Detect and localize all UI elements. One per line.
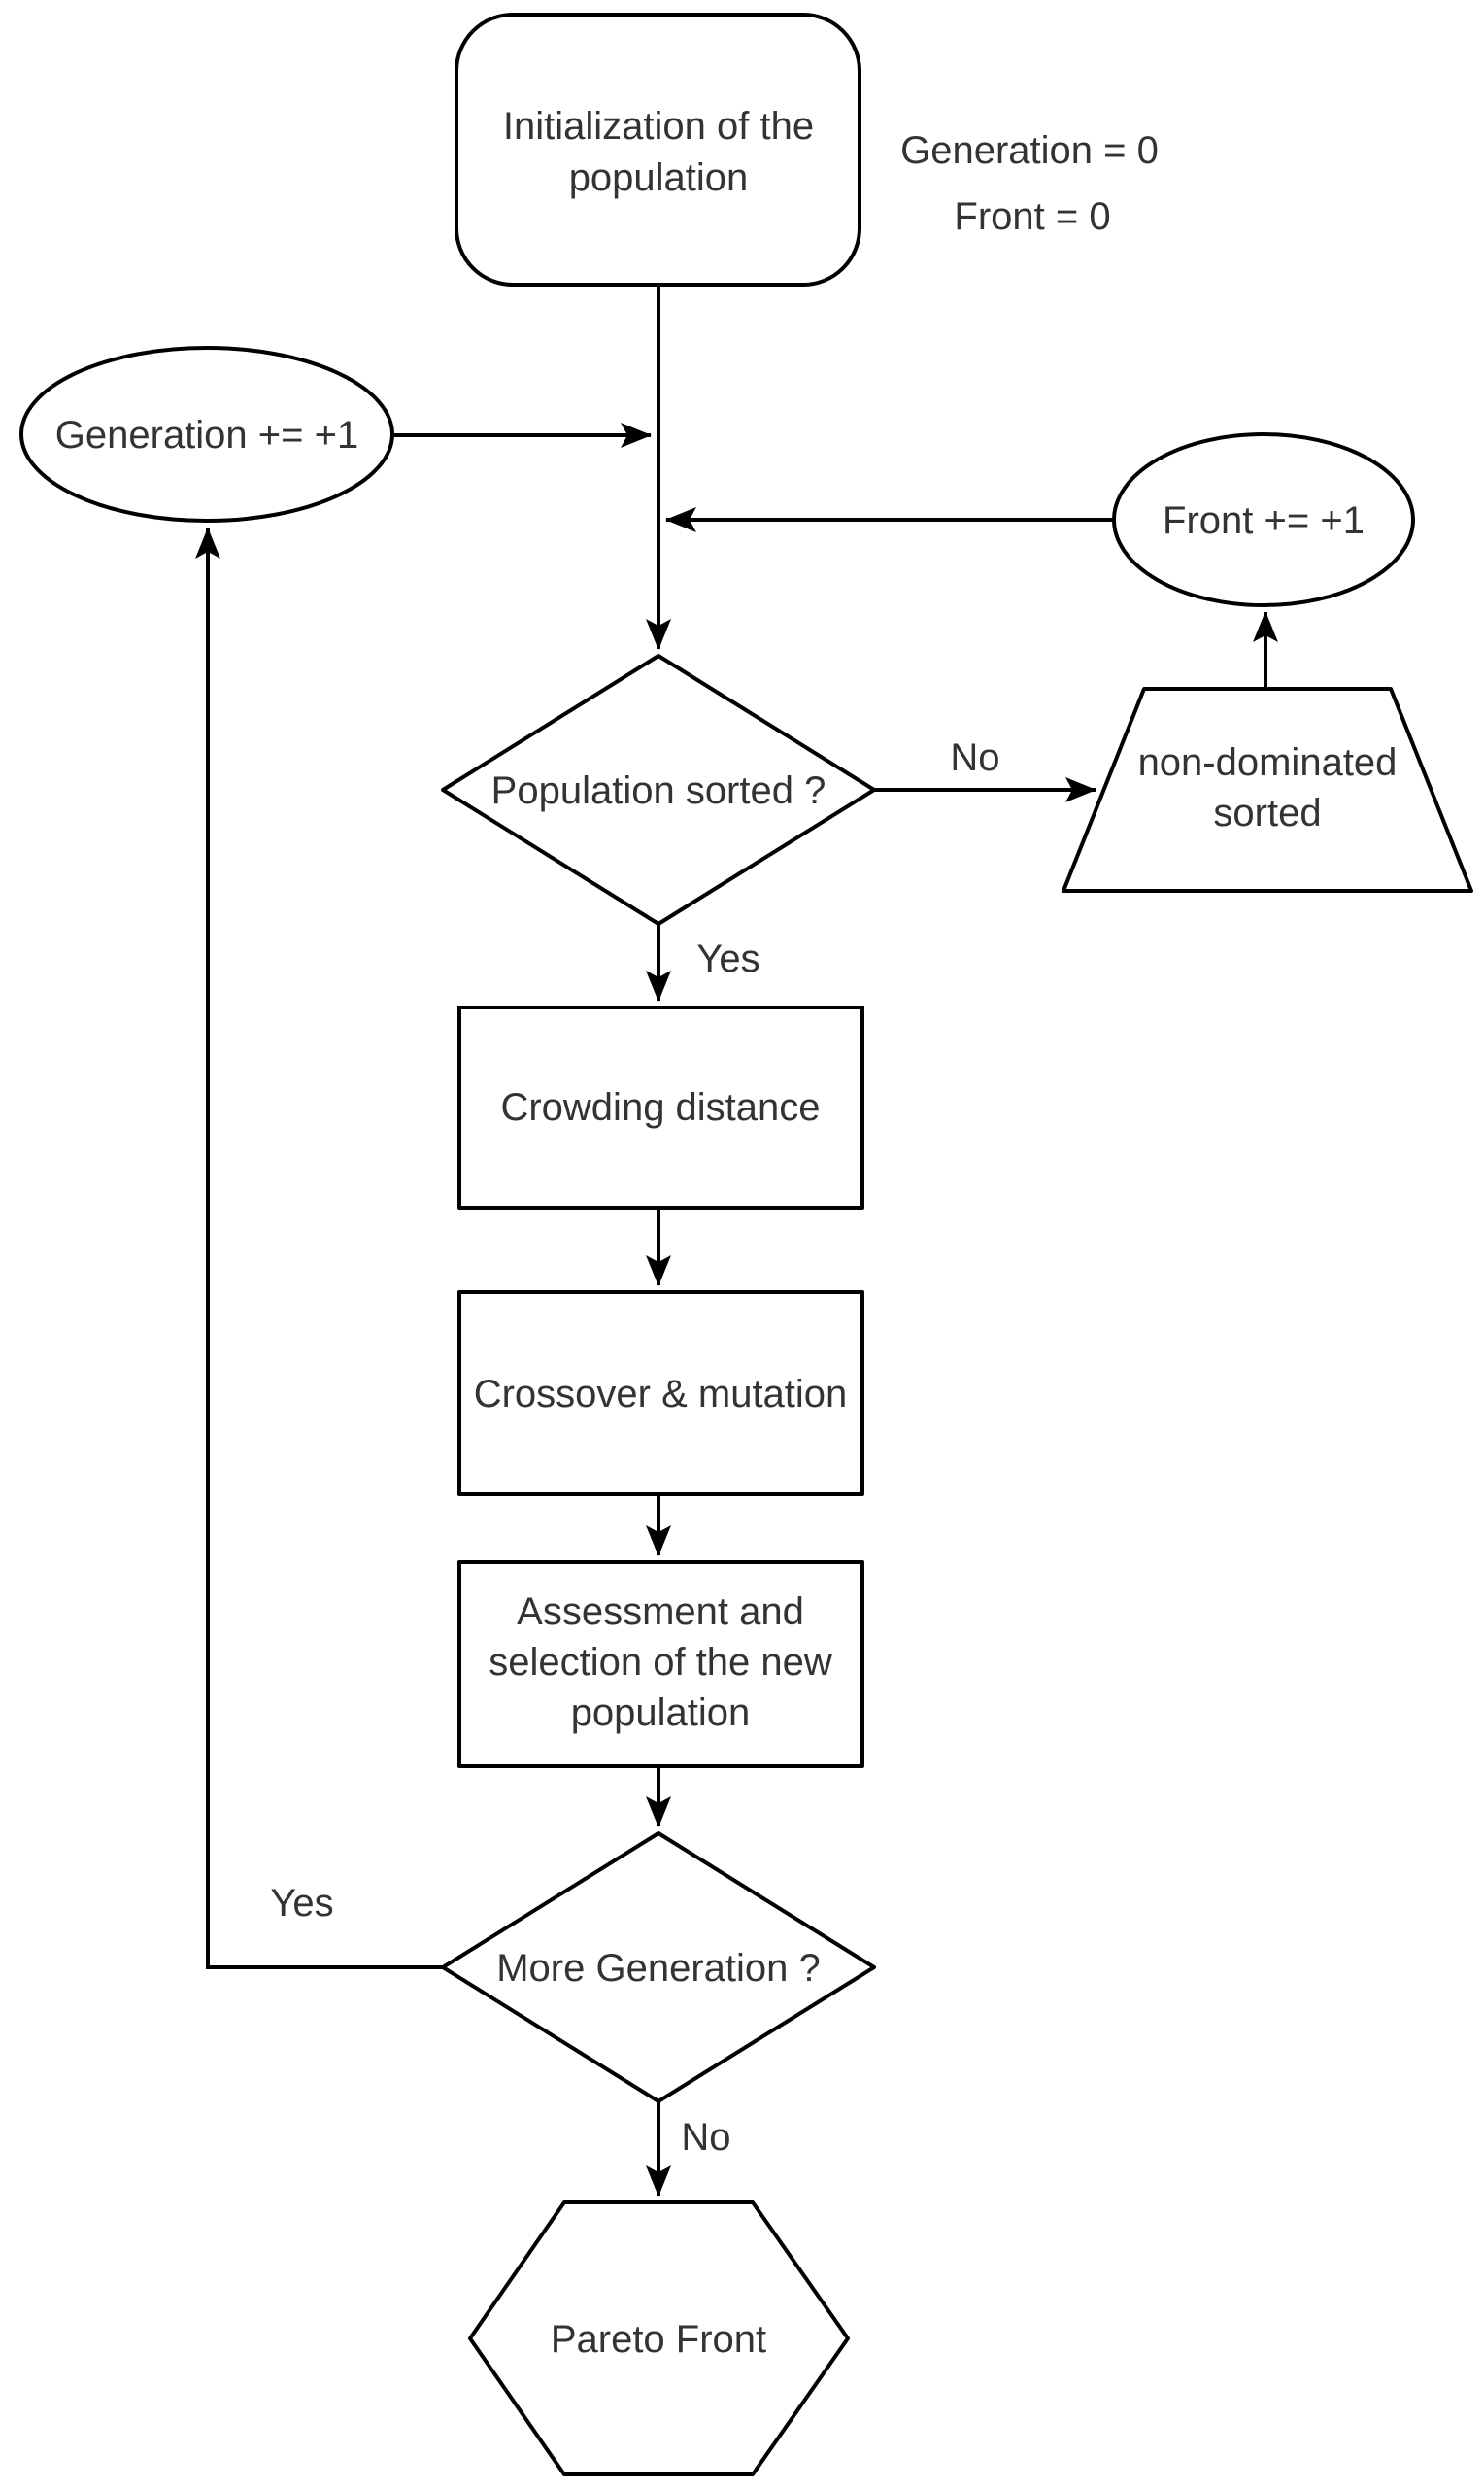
node-crossover-mutation-shape xyxy=(457,1290,864,1496)
edge-label-population-sorted-no: No xyxy=(950,736,999,779)
node-non-dominated-sorted-label-line2: sorted xyxy=(1213,792,1321,835)
node-assessment-selection: Assessment and selection of the new popu… xyxy=(457,1560,864,1768)
node-crowding-distance-label: Crowding distance xyxy=(500,1086,820,1129)
edge-label-more-generation-no: No xyxy=(681,2116,730,2159)
edge-label-population-sorted-yes: Yes xyxy=(696,938,759,980)
node-pareto-front: Pareto Front xyxy=(468,2200,850,2476)
node-crossover-mutation-label: Crossover & mutation xyxy=(474,1373,848,1415)
node-pareto-front-shape xyxy=(468,2200,850,2476)
node-crowding-distance-shape xyxy=(457,1006,864,1210)
edge-label-more-generation-yes: Yes xyxy=(270,1882,333,1925)
node-generation-increment: Generation += +1 xyxy=(19,346,394,523)
node-front-increment-shape xyxy=(1112,432,1415,607)
node-assessment-selection-label-line1: Assessment and xyxy=(517,1590,804,1633)
node-initialization-label-line1: Initialization of the xyxy=(503,105,814,148)
node-initialization: Initialization of the population xyxy=(455,13,861,287)
node-more-generation-label: More Generation ? xyxy=(496,1947,821,1990)
node-non-dominated-sorted-label-line1: non-dominated xyxy=(1138,741,1398,784)
edge-more-generation-yes-to-generation-increment xyxy=(195,528,443,1969)
node-population-sorted-shape xyxy=(441,654,876,926)
annotation-generation-init: Generation = 0 xyxy=(900,129,1159,172)
node-more-generation-shape xyxy=(441,1831,876,2103)
node-non-dominated-sorted: non-dominated sorted xyxy=(1062,687,1473,893)
node-population-sorted-label: Population sorted ? xyxy=(491,769,826,812)
node-crossover-mutation: Crossover & mutation xyxy=(457,1290,864,1496)
node-population-sorted: Population sorted ? xyxy=(441,654,876,926)
node-non-dominated-sorted-shape xyxy=(1062,687,1473,893)
node-crowding-distance: Crowding distance xyxy=(457,1006,864,1210)
node-initialization-label-line2: population xyxy=(569,156,749,199)
node-generation-increment-shape xyxy=(19,346,394,523)
node-assessment-selection-shape xyxy=(457,1560,864,1768)
node-assessment-selection-label-line3: population xyxy=(571,1691,751,1734)
node-generation-increment-label: Generation += +1 xyxy=(55,414,358,457)
node-initialization-shape xyxy=(455,13,861,287)
node-more-generation: More Generation ? xyxy=(441,1831,876,2103)
node-assessment-selection-label-line2: selection of the new xyxy=(489,1641,832,1684)
node-front-increment-label: Front += +1 xyxy=(1163,499,1365,542)
annotation-initial-values: Generation = 0 Front = 0 xyxy=(900,129,1159,238)
annotation-front-init: Front = 0 xyxy=(954,195,1110,238)
node-pareto-front-label: Pareto Front xyxy=(551,2318,766,2361)
node-front-increment: Front += +1 xyxy=(1112,432,1415,607)
